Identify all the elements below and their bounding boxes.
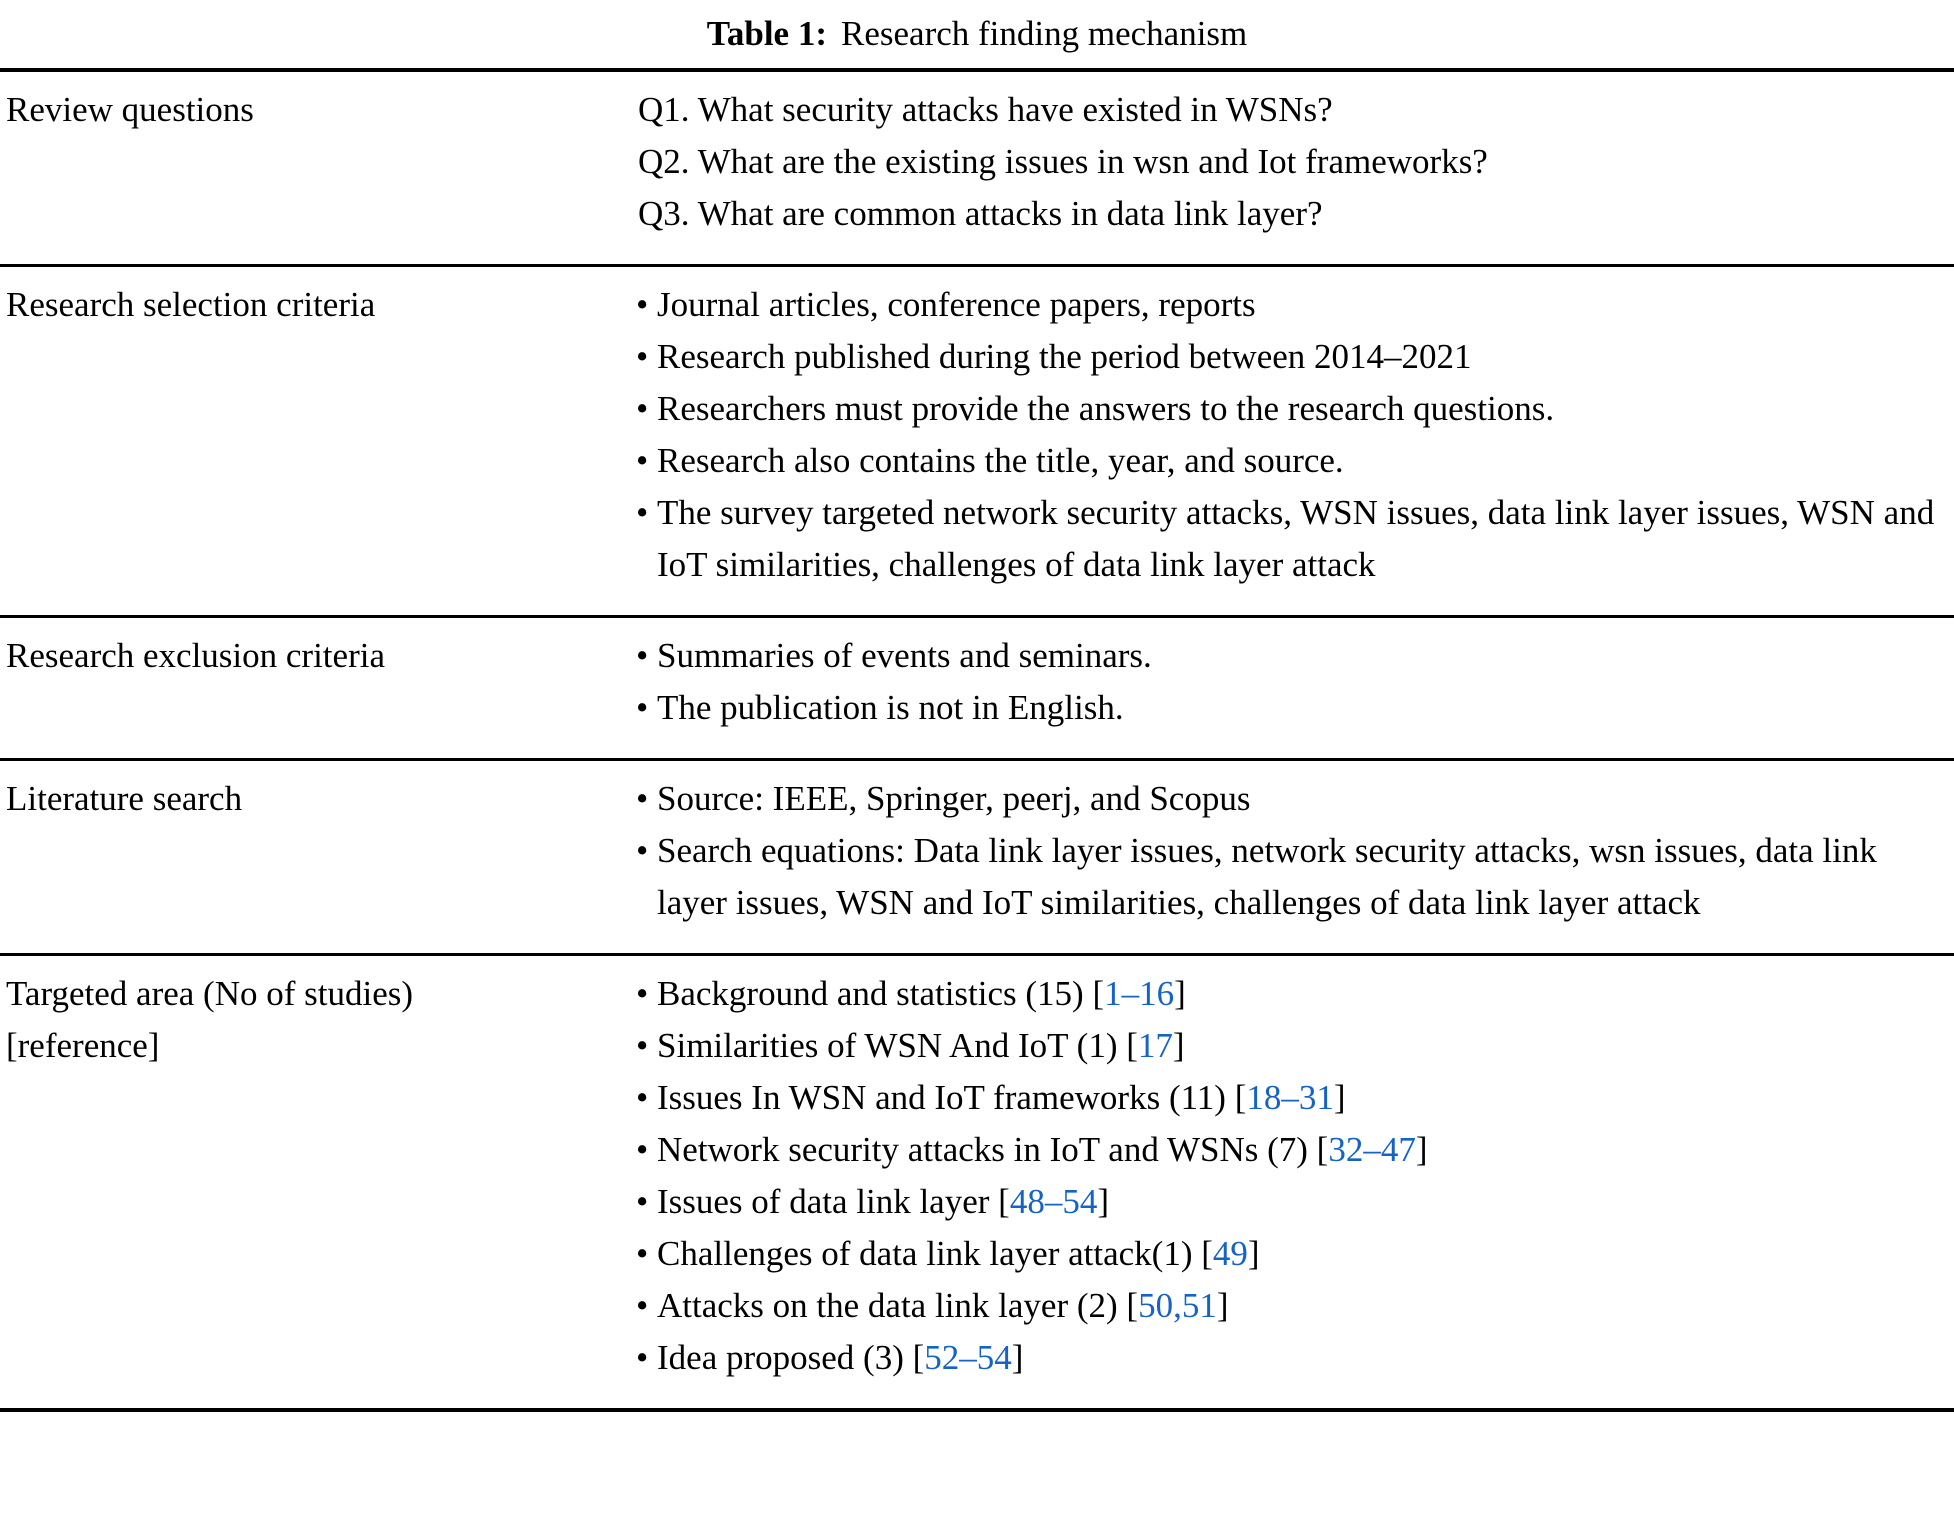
text-segment: Q3. What are common attacks in data link… [638, 194, 1323, 233]
table-row: Review questions Q1. What security attack… [0, 72, 1954, 267]
bullet-item: •Similarities of WSN And IoT (1) [17] [636, 1020, 1946, 1072]
table-row: Targeted area (No of studies) [reference]… [0, 956, 1954, 1408]
text-segment: Issues In WSN and IoT frameworks (11) [ [657, 1078, 1247, 1117]
bullet-item: •Challenges of data link layer attack(1)… [636, 1228, 1946, 1280]
table-caption-label: Table 1: [706, 14, 827, 53]
table-row: Literature search •Source: IEEE, Springer… [0, 761, 1954, 956]
bullet-icon: • [636, 389, 649, 428]
text-segment: Search equations: Data link layer issues… [657, 831, 1877, 922]
row-label-line: Targeted area (No of studies) [6, 974, 414, 1013]
research-finding-table: Review questions Q1. What security attack… [0, 68, 1954, 1412]
text-segment: ] [1174, 974, 1186, 1013]
bullet-icon: • [636, 1182, 649, 1221]
text-segment: Challenges of data link layer attack(1) … [657, 1234, 1213, 1273]
text-segment: ] [1333, 1078, 1346, 1117]
bullet-icon: • [636, 636, 649, 675]
text-segment: The survey targeted network security att… [657, 493, 1935, 584]
bullet-icon: • [636, 1078, 649, 1117]
question-line: Q1. What security attacks have existed i… [636, 84, 1946, 136]
text-segment: ] [1011, 1338, 1024, 1377]
row-label: Review questions [0, 84, 636, 240]
row-content: •Journal articles, conference papers, re… [636, 279, 1954, 591]
text-segment: ] [1415, 1130, 1428, 1169]
text-segment: Issues of data link layer [ [657, 1182, 1010, 1221]
question-line: Q2. What are the existing issues in wsn … [636, 136, 1946, 188]
text-segment: Research also contains the title, year, … [657, 441, 1344, 480]
text-segment: ] [1097, 1182, 1109, 1221]
bullet-icon: • [636, 337, 649, 376]
bullet-item: •Issues of data link layer [48–54] [636, 1176, 1946, 1228]
table-row: Research exclusion criteria •Summaries of… [0, 618, 1954, 761]
bullet-item: •Network security attacks in IoT and WSN… [636, 1124, 1946, 1176]
text-segment: Q1. What security attacks have existed i… [638, 90, 1333, 129]
text-segment: Network security attacks in IoT and WSNs… [657, 1130, 1329, 1169]
bullet-icon: • [636, 1338, 649, 1377]
bullet-item: •Attacks on the data link layer (2) [50,… [636, 1280, 1946, 1332]
row-label: Literature search [0, 773, 636, 929]
row-content: •Background and statistics (15) [1–16]•S… [636, 968, 1954, 1384]
text-segment: ] [1216, 1286, 1229, 1325]
citation-link[interactable]: 49 [1212, 1234, 1248, 1273]
table-caption: Table 1: Research finding mechanism [0, 0, 1954, 68]
citation-link[interactable]: 1–16 [1104, 974, 1175, 1013]
citation-link[interactable]: 50,51 [1138, 1286, 1217, 1325]
bullet-icon: • [636, 831, 649, 870]
text-segment: Q2. What are the existing issues in wsn … [638, 142, 1488, 181]
row-content: •Summaries of events and seminars.•The p… [636, 630, 1954, 734]
bullet-icon: • [636, 779, 649, 818]
citation-link[interactable]: 52–54 [924, 1338, 1012, 1377]
text-segment: Attacks on the data link layer (2) [ [657, 1286, 1139, 1325]
row-label: Research selection criteria [0, 279, 636, 591]
bullet-item: •Search equations: Data link layer issue… [636, 825, 1946, 929]
table-caption-text: Research finding mechanism [841, 14, 1248, 53]
bullet-item: •Researchers must provide the answers to… [636, 383, 1946, 435]
bullet-item: •Idea proposed (3) [52–54] [636, 1332, 1946, 1384]
bullet-item: •Summaries of events and seminars. [636, 630, 1946, 682]
text-segment: ] [1247, 1234, 1260, 1273]
bullet-icon: • [636, 1234, 649, 1273]
row-content: •Source: IEEE, Springer, peerj, and Scop… [636, 773, 1954, 929]
text-segment: Background and statistics (15) [ [657, 974, 1105, 1013]
row-label: Research exclusion criteria [0, 630, 636, 734]
row-label-line: [reference] [6, 1026, 160, 1065]
bullet-item: •Background and statistics (15) [1–16] [636, 968, 1946, 1020]
question-line: Q3. What are common attacks in data link… [636, 188, 1946, 240]
bullet-icon: • [636, 493, 649, 532]
bullet-item: •Research also contains the title, year,… [636, 435, 1946, 487]
text-segment: The publication is not in English. [657, 688, 1124, 727]
row-label-line: Research selection criteria [6, 285, 376, 324]
text-segment: Idea proposed (3) [ [657, 1338, 925, 1377]
citation-link[interactable]: 17 [1137, 1026, 1173, 1065]
text-segment: Similarities of WSN And IoT (1) [ [657, 1026, 1138, 1065]
bullet-icon: • [636, 688, 649, 727]
bullet-icon: • [636, 974, 649, 1013]
bullet-icon: • [636, 1026, 649, 1065]
text-segment: Summaries of events and seminars. [657, 636, 1152, 675]
text-segment: ] [1172, 1026, 1185, 1065]
bullet-item: •The publication is not in English. [636, 682, 1946, 734]
row-label-line: Research exclusion criteria [6, 636, 385, 675]
bullet-item: •The survey targeted network security at… [636, 487, 1946, 591]
row-label: Targeted area (No of studies) [reference] [0, 968, 636, 1384]
bullet-item: •Research published during the period be… [636, 331, 1946, 383]
text-segment: Research published during the period bet… [657, 337, 1472, 376]
table-row: Research selection criteria•Journal arti… [0, 267, 1954, 618]
bullet-icon: • [636, 1130, 649, 1169]
citation-link[interactable]: 32–47 [1328, 1130, 1416, 1169]
bullet-icon: • [636, 441, 649, 480]
row-label-line: Review questions [6, 90, 254, 129]
bullet-item: •Journal articles, conference papers, re… [636, 279, 1946, 331]
text-segment: Researchers must provide the answers to … [657, 389, 1555, 428]
text-segment: Source: IEEE, Springer, peerj, and Scopu… [657, 779, 1251, 818]
citation-link[interactable]: 48–54 [1009, 1182, 1098, 1221]
row-label-line: Literature search [6, 779, 243, 818]
bullet-item: •Issues In WSN and IoT frameworks (11) [… [636, 1072, 1946, 1124]
bullet-icon: • [636, 1286, 649, 1325]
text-segment: Journal articles, conference papers, rep… [657, 285, 1256, 324]
paper-page: Table 1: Research finding mechanism Revie… [0, 0, 1954, 1412]
bullet-icon: • [636, 285, 649, 324]
row-content: Q1. What security attacks have existed i… [636, 84, 1954, 240]
bullet-item: •Source: IEEE, Springer, peerj, and Scop… [636, 773, 1946, 825]
citation-link[interactable]: 18–31 [1246, 1078, 1334, 1117]
